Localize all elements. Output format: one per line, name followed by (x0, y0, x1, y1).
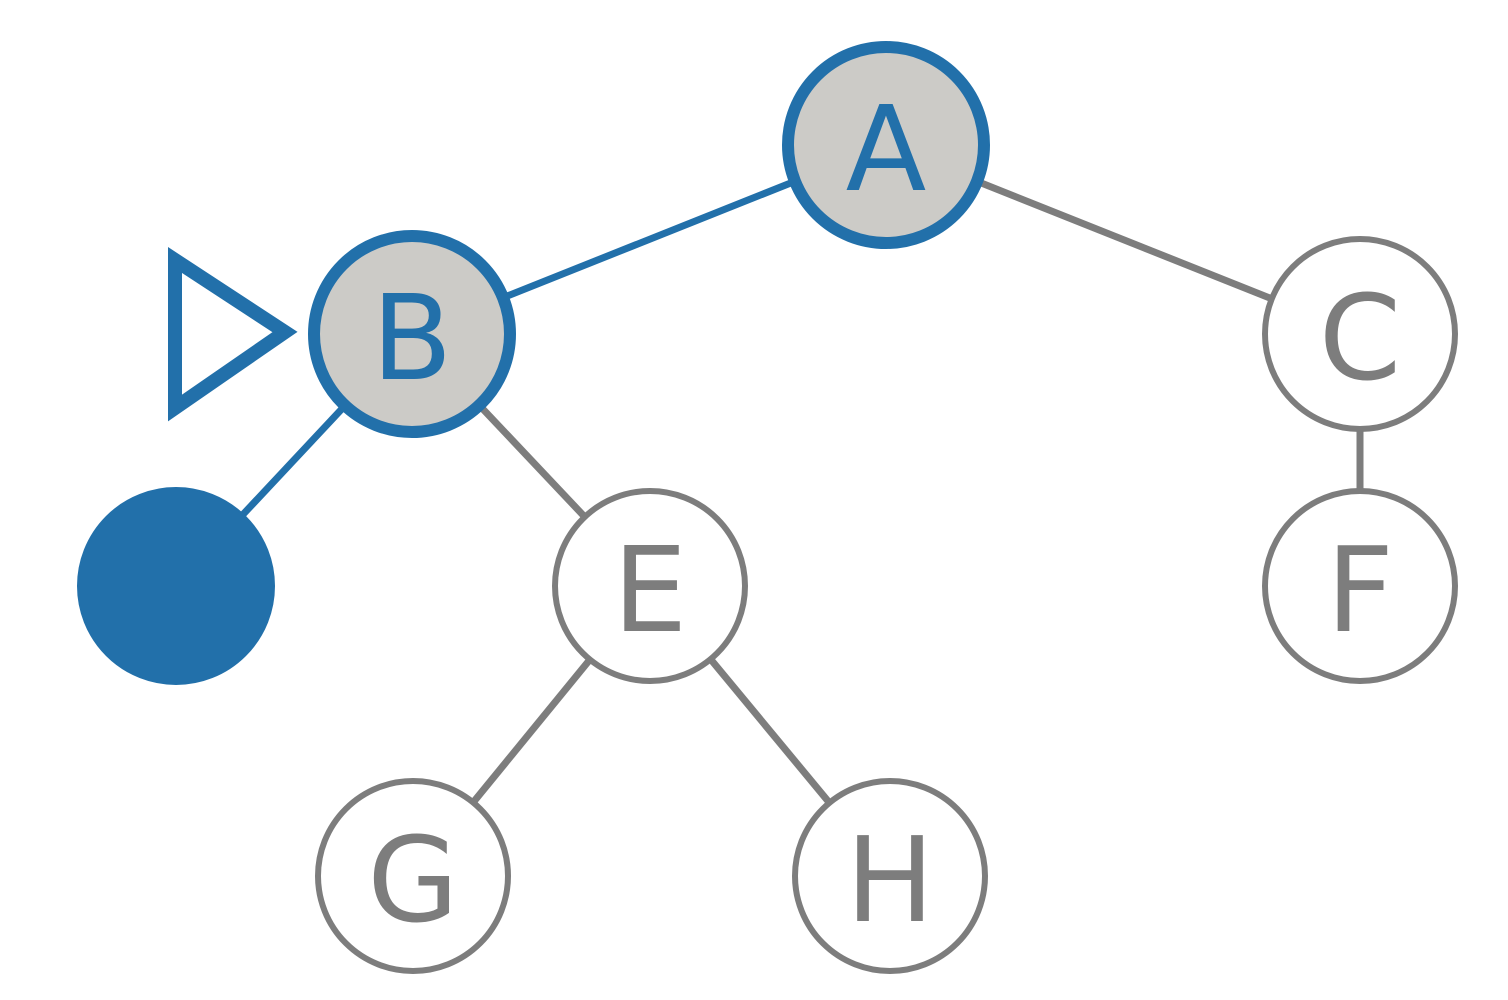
node-label-h: H (846, 811, 935, 949)
node-label-b: B (372, 269, 453, 407)
node-label-c: C (1319, 269, 1401, 407)
node-label-g: G (367, 811, 458, 949)
node-circle (782, 41, 990, 249)
node-c[interactable]: C (1262, 236, 1458, 432)
triangle-pointer-icon (168, 247, 298, 422)
node-circle (792, 778, 988, 974)
node-d[interactable] (77, 487, 275, 685)
node-label-a: A (846, 80, 927, 218)
node-circle (308, 230, 516, 438)
node-label-f: F (1326, 521, 1394, 659)
node-h[interactable]: H (792, 778, 988, 974)
node-f[interactable]: F (1262, 488, 1458, 684)
node-circle (77, 487, 275, 685)
nodes-layer: A B C E F G H (77, 41, 1458, 974)
node-g[interactable]: G (315, 778, 511, 974)
node-e[interactable]: E (552, 488, 748, 684)
node-circle (315, 778, 511, 974)
node-circle (552, 488, 748, 684)
node-label-e: E (613, 521, 688, 659)
node-circle (1262, 488, 1458, 684)
node-circle (1262, 236, 1458, 432)
node-b[interactable]: B (308, 230, 516, 438)
node-a[interactable]: A (782, 41, 990, 249)
